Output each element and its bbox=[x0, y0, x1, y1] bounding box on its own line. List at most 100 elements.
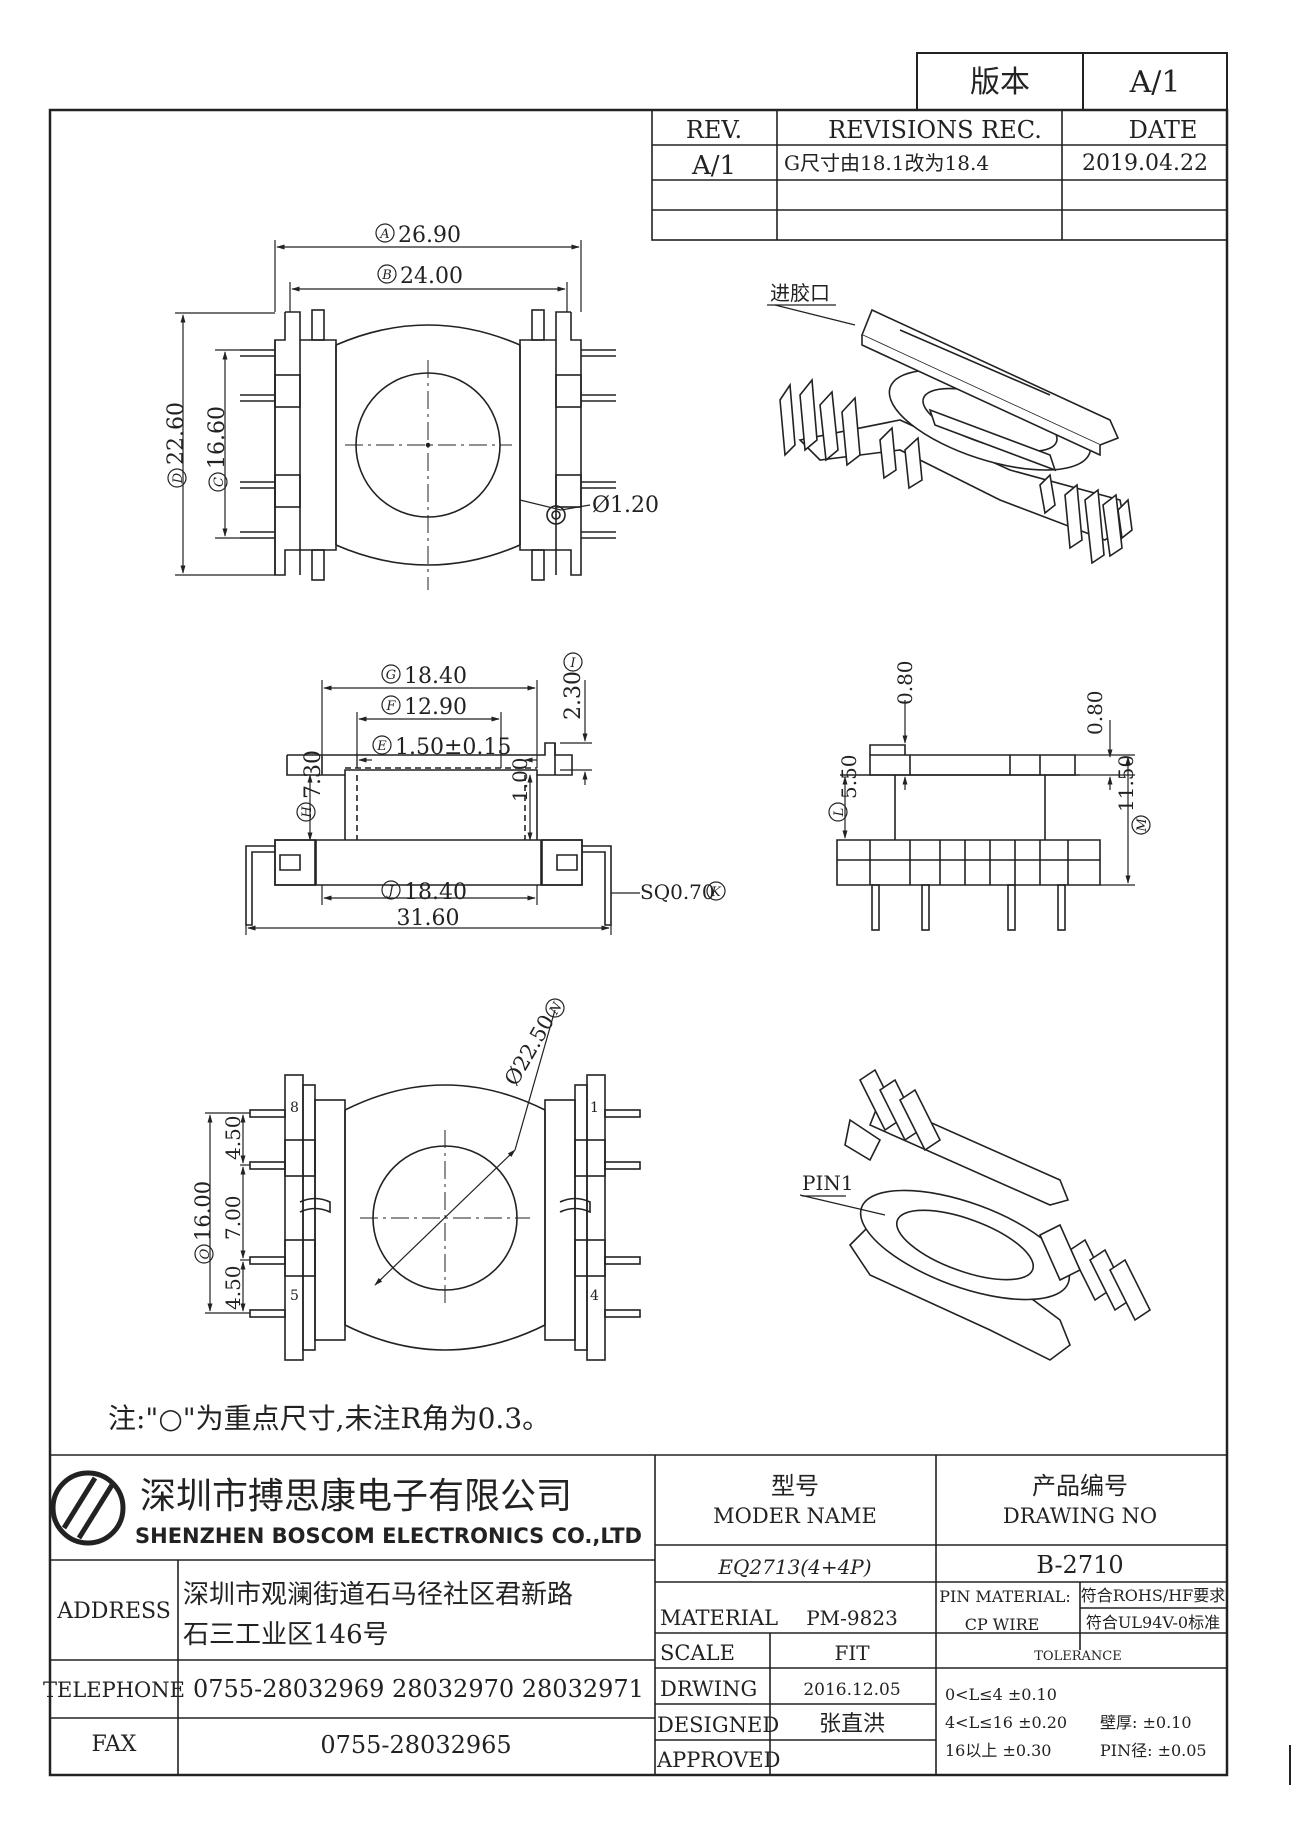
pin-number-5: 5 bbox=[290, 1288, 299, 1304]
ul-compliance: 符合UL94V-0标准 bbox=[1086, 1613, 1220, 1632]
address-line1: 深圳市观澜街道石马径社区君新路 bbox=[183, 1580, 573, 1610]
pin1-label: PIN1 bbox=[802, 1171, 854, 1195]
dim-b-bubble bbox=[377, 264, 397, 284]
dim-k-bubble bbox=[706, 881, 726, 901]
drawing-frame bbox=[48, 108, 1229, 1777]
rec-value: G尺寸由18.1改为18.4 bbox=[784, 151, 989, 175]
drawing-cn-label: 产品编号 bbox=[1032, 1472, 1128, 1500]
dim-a-value: 26.90 bbox=[398, 223, 461, 248]
dim-e-letter: E bbox=[376, 739, 387, 754]
material-value: PM-9823 bbox=[806, 1606, 898, 1630]
dim-o-value: 16.00 bbox=[191, 1181, 215, 1241]
dim-o-letter: O bbox=[198, 1248, 213, 1259]
dim-e-value: 1.50±0.15 bbox=[395, 735, 511, 760]
material-label: MATERIAL bbox=[660, 1606, 778, 1630]
model-value: EQ2713(4+4P) bbox=[717, 1555, 871, 1579]
date-header: DATE bbox=[1129, 116, 1198, 144]
dim-e-bubble bbox=[372, 735, 392, 755]
dim-c-bubble bbox=[208, 472, 228, 492]
title-block bbox=[50, 1454, 1227, 1775]
pin-number-1: 1 bbox=[590, 1100, 599, 1116]
dim-n-value: Ø22.50 bbox=[500, 1011, 559, 1090]
address-line2: 石三工业区146号 bbox=[183, 1620, 389, 1650]
pin1-leader bbox=[799, 1194, 886, 1216]
side-view-dimensions bbox=[842, 700, 1135, 886]
dim-080b-value: 0.80 bbox=[1083, 690, 1107, 735]
company-logo bbox=[50, 1470, 126, 1546]
dim-a-letter: A bbox=[379, 227, 389, 242]
dim-k-value: SQ0.70 bbox=[640, 880, 715, 904]
drawing-date-value: 2016.12.05 bbox=[803, 1680, 900, 1700]
top-view-centerlines bbox=[345, 360, 512, 590]
revisions-table bbox=[651, 109, 1228, 241]
tolerance-1: 0<L≤4 ±0.10 bbox=[945, 1685, 1057, 1704]
model-en-label: MODER NAME bbox=[713, 1504, 877, 1528]
dim-i-value: 2.30 bbox=[561, 671, 586, 720]
address-label: ADDRESS bbox=[56, 1599, 171, 1624]
dim-l-letter: L bbox=[832, 808, 847, 818]
gate-label: 进胶口 bbox=[770, 281, 830, 305]
designed-label: DESIGNED bbox=[657, 1713, 779, 1737]
fax-value: 0755-28032965 bbox=[320, 1731, 511, 1759]
dim-i-bubble bbox=[563, 652, 583, 672]
telephone-value: 0755-28032969 28032970 28032971 bbox=[193, 1675, 644, 1703]
pin-material-value: CP WIRE bbox=[965, 1615, 1040, 1634]
dim-450b-value: 4.50 bbox=[221, 1265, 245, 1310]
rohs-compliance: 符合ROHS/HF要求 bbox=[1081, 1586, 1226, 1605]
dim-b-letter: B bbox=[381, 268, 392, 283]
drawing-en-label: DRAWING NO bbox=[1003, 1504, 1157, 1528]
front-view-dimensions bbox=[245, 680, 640, 935]
pin-material-label: PIN MATERIAL: bbox=[939, 1587, 1071, 1606]
dim-h-value: 7.30 bbox=[301, 750, 326, 799]
dim-d-bubble bbox=[167, 468, 187, 488]
dim-o-bubble bbox=[194, 1244, 214, 1264]
fax-label: FAX bbox=[92, 1732, 137, 1757]
designed-value: 张直洪 bbox=[819, 1712, 885, 1737]
dim-080a-value: 0.80 bbox=[893, 660, 917, 705]
dim-h-bubble bbox=[296, 802, 316, 822]
rec-header: REVISIONS REC. bbox=[828, 116, 1042, 144]
iso-top-view bbox=[779, 308, 1133, 565]
dim-450a-value: 4.50 bbox=[221, 1115, 245, 1160]
dim-m-value: 11.50 bbox=[1114, 755, 1138, 812]
pin-dia-tolerance: PIN径: ±0.05 bbox=[1100, 1741, 1207, 1760]
dim-m-bubble bbox=[1131, 815, 1151, 835]
drawing-date-label: DRWING bbox=[660, 1677, 757, 1701]
dim-d-letter: D bbox=[171, 472, 186, 484]
dim-f-letter: F bbox=[385, 699, 396, 714]
tolerance-label: TOLERANCE bbox=[1034, 1649, 1121, 1664]
dim-h-letter: H bbox=[300, 806, 315, 819]
version-label: 版本 bbox=[970, 65, 1030, 100]
date-value: 2019.04.22 bbox=[1082, 151, 1208, 176]
dim-j-value: 18.40 bbox=[404, 880, 467, 905]
tolerance-2: 4<L≤16 ±0.20 bbox=[945, 1713, 1067, 1732]
scale-label: SCALE bbox=[660, 1641, 735, 1665]
version-value: A/1 bbox=[1129, 65, 1181, 100]
side-view bbox=[836, 744, 1101, 931]
dim-f-bubble bbox=[381, 695, 401, 715]
version-box bbox=[916, 52, 1228, 111]
rev-value: A/1 bbox=[691, 151, 736, 181]
dim-g-letter: G bbox=[386, 668, 396, 683]
dim-l-value: 5.50 bbox=[837, 754, 861, 799]
dim-a-bubble bbox=[375, 223, 395, 243]
dim-j-bubble bbox=[381, 880, 401, 900]
dim-c-letter: C bbox=[212, 477, 227, 487]
dim-j-letter: J bbox=[385, 884, 394, 899]
telephone-label: TELEPHONE bbox=[43, 1678, 185, 1702]
dim-d-value: 22.60 bbox=[164, 402, 189, 465]
dim-total-value: 31.60 bbox=[397, 906, 460, 931]
pin-number-4: 4 bbox=[590, 1288, 599, 1304]
pin-number-8: 8 bbox=[290, 1100, 299, 1116]
dim-m-letter: M bbox=[1135, 818, 1150, 833]
dim-n-bubble bbox=[545, 998, 565, 1018]
drawing-number: B-2710 bbox=[1036, 1551, 1123, 1579]
iso-bottom-view bbox=[844, 1068, 1152, 1361]
dim-700-value: 7.00 bbox=[221, 1195, 245, 1240]
hole-dim: Ø1.20 bbox=[592, 493, 659, 518]
rev-header: REV. bbox=[686, 116, 742, 144]
dim-l-bubble bbox=[828, 802, 848, 822]
dim-100-value: 1.00 bbox=[508, 757, 532, 802]
dim-b-value: 24.00 bbox=[400, 264, 463, 289]
dim-g-value: 18.40 bbox=[404, 664, 467, 689]
